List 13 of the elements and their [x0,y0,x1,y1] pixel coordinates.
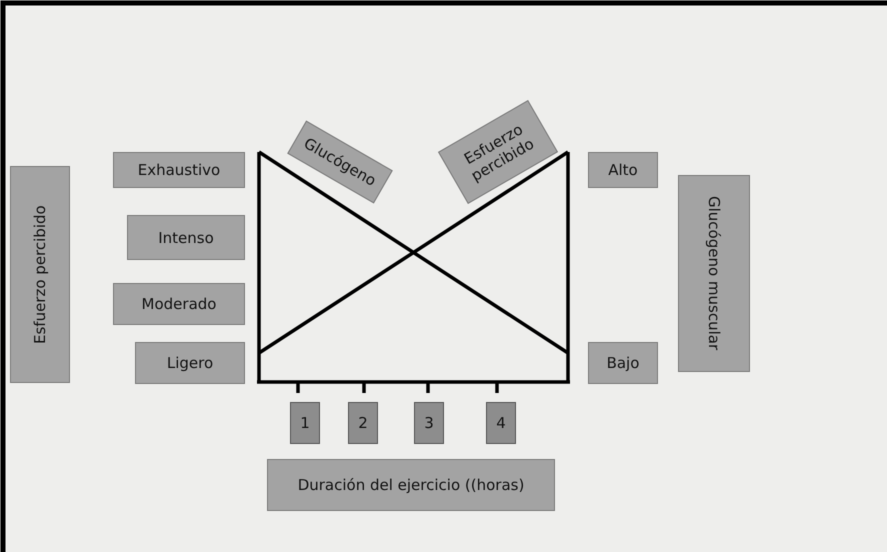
axis-title: Esfuerzo percibido [10,166,70,383]
tick-label: 4 [486,402,516,444]
tick-label: 2 [348,402,378,444]
axis-label: Ligero [135,342,245,384]
axis-label: Moderado [113,283,245,325]
axis-title: Glucógeno muscular [678,175,750,372]
axis-label: Exhaustivo [113,152,245,188]
axis-label: Intenso [127,215,245,260]
axis-title: Duración del ejercicio ((horas) [267,459,555,511]
axis-label: Bajo [588,342,658,384]
tick-label: 3 [414,402,444,444]
tick-label: 1 [290,402,320,444]
axis-label: Alto [588,152,658,188]
